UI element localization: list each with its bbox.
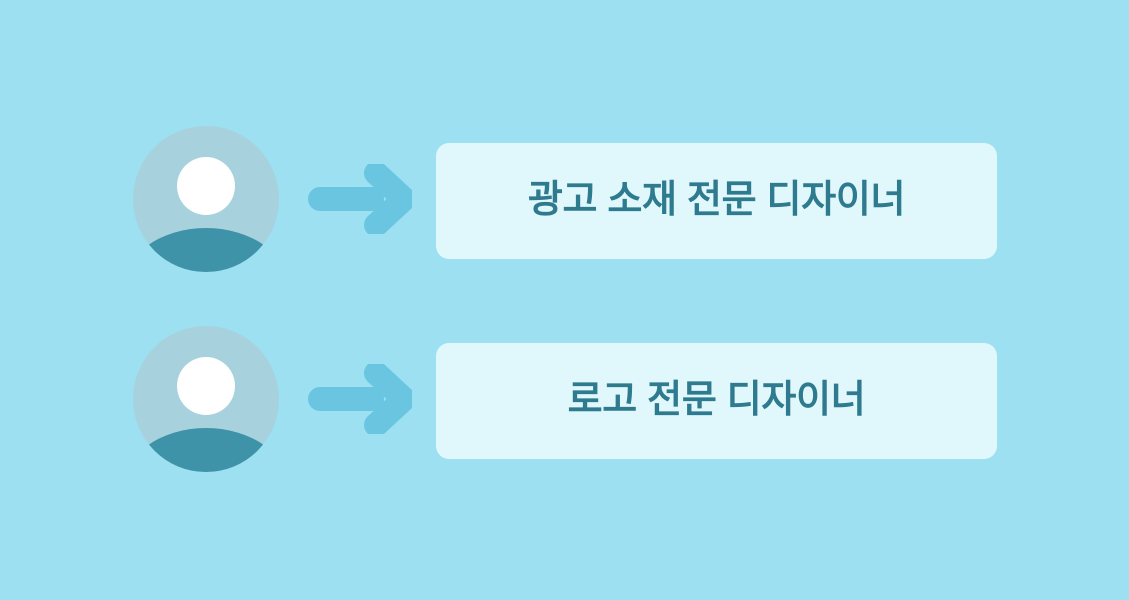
arrow-right-icon — [308, 364, 412, 434]
arrow-right-icon — [308, 164, 412, 234]
person-avatar-icon — [133, 326, 279, 472]
role-label-card[interactable]: 광고 소재 전문 디자이너 — [436, 143, 997, 259]
role-label-text: 로고 전문 디자이너 — [567, 379, 866, 422]
avatar-head-shape — [177, 357, 235, 415]
person-avatar-icon — [133, 126, 279, 272]
role-label-text: 광고 소재 전문 디자이너 — [527, 179, 906, 222]
avatar-head-shape — [177, 157, 235, 215]
avatar-body-shape — [133, 228, 279, 272]
avatar-body-shape — [133, 428, 279, 472]
role-label-card[interactable]: 로고 전문 디자이너 — [436, 343, 997, 459]
role-row: 로고 전문 디자이너 — [0, 326, 1129, 476]
role-row: 광고 소재 전문 디자이너 — [0, 126, 1129, 276]
